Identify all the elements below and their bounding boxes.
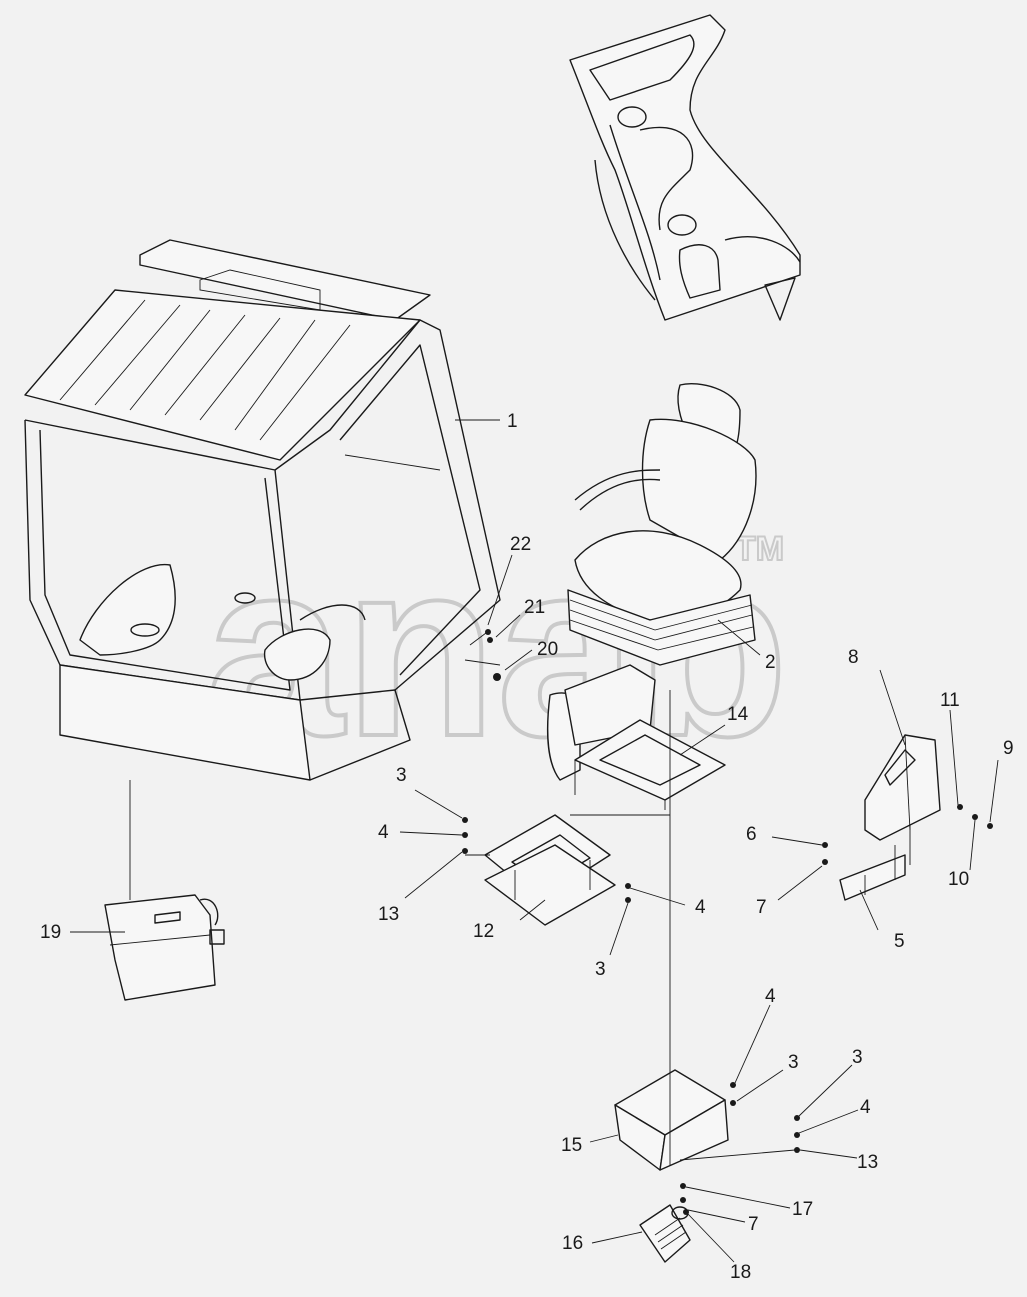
callout-3: 3 <box>852 1047 863 1068</box>
seat-base-console <box>546 664 726 810</box>
callout-22: 22 <box>510 534 531 555</box>
callout-17: 17 <box>792 1199 813 1220</box>
callout-3: 3 <box>595 959 606 980</box>
callout-19: 19 <box>40 922 61 943</box>
callout-1: 1 <box>507 411 518 432</box>
box-assembly-8 <box>839 734 941 901</box>
callout-4: 4 <box>695 897 706 918</box>
callout-6: 6 <box>746 824 757 845</box>
callout-13: 13 <box>857 1152 878 1173</box>
callout-11: 11 <box>940 690 960 711</box>
mounting-bracket-12 <box>484 814 616 926</box>
callout-20: 20 <box>537 639 558 660</box>
callout-4: 4 <box>765 986 776 1007</box>
callout-13: 13 <box>378 904 399 925</box>
lamp-16 <box>639 1204 691 1263</box>
callout-5: 5 <box>894 931 905 952</box>
callout-3: 3 <box>788 1052 799 1073</box>
callout-10: 10 <box>948 869 969 890</box>
callout-9: 9 <box>1003 738 1014 759</box>
callout-18: 18 <box>730 1262 751 1283</box>
cab-assembly <box>24 239 501 781</box>
callout-3: 3 <box>396 765 407 786</box>
callouts: 1 2 3 3 3 3 4 4 4 4 5 6 7 7 8 9 10 11 12… <box>40 411 1014 1283</box>
heater-unit <box>104 894 225 1001</box>
leader-lines <box>70 419 999 1263</box>
box-15 <box>614 1069 729 1171</box>
callout-21: 21 <box>524 597 545 618</box>
callout-16: 16 <box>562 1233 583 1254</box>
callout-4: 4 <box>860 1097 871 1118</box>
side-console <box>569 14 801 321</box>
callout-2: 2 <box>765 652 776 673</box>
callout-14: 14 <box>727 704 749 725</box>
callout-12: 12 <box>473 921 494 942</box>
watermark-tm: TM <box>735 530 784 568</box>
callout-15: 15 <box>561 1135 582 1156</box>
operator-seat <box>567 383 757 666</box>
callout-4: 4 <box>378 822 389 843</box>
fasteners <box>462 629 993 1215</box>
callout-8: 8 <box>848 647 859 668</box>
callout-7: 7 <box>756 897 767 918</box>
callout-7: 7 <box>748 1214 759 1235</box>
